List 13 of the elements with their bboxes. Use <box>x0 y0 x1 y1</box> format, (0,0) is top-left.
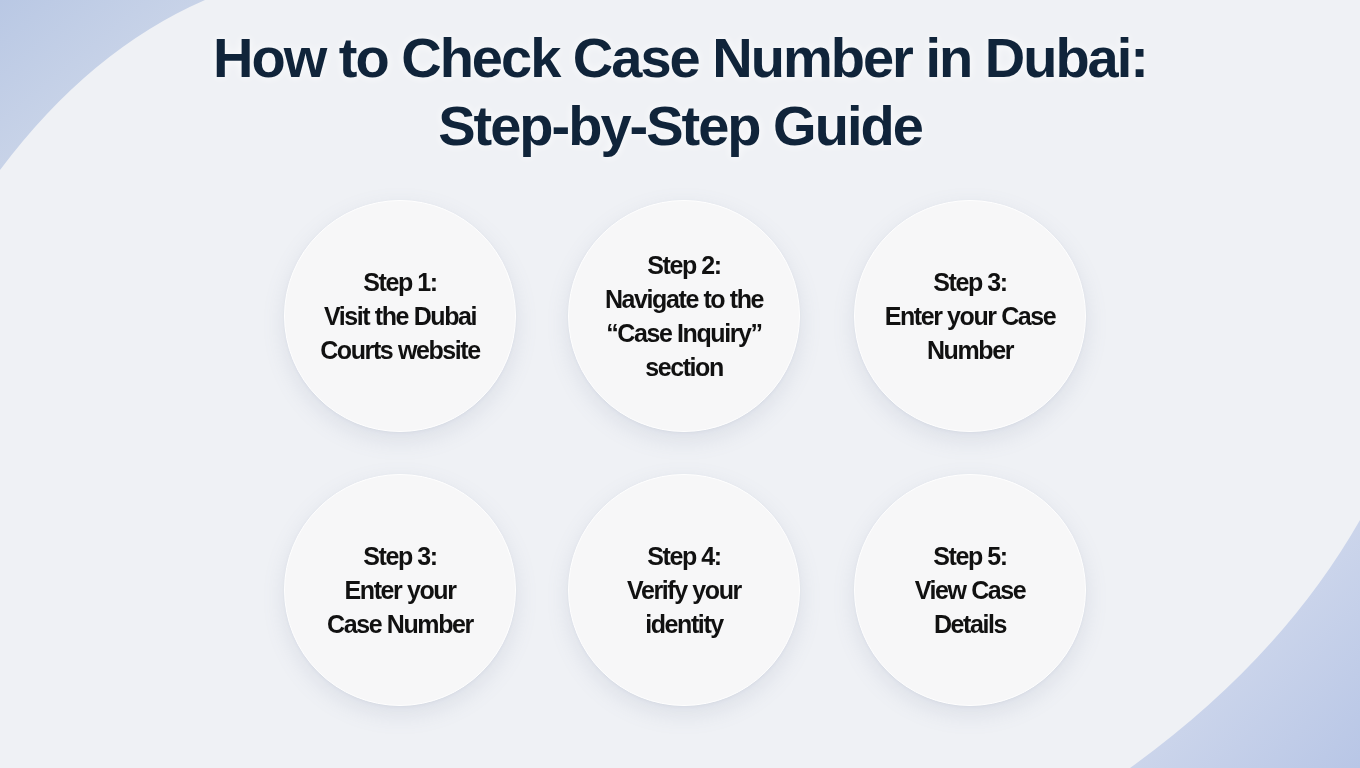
step-description: Navigate to the “Case Inquiry” section <box>603 284 765 383</box>
step-heading: Step 5: <box>933 541 1007 572</box>
step-heading: Step 2: <box>647 250 721 281</box>
step-heading: Step 4: <box>647 541 721 572</box>
step-heading: Step 1: <box>363 267 437 298</box>
step-description: Enter your Case Number <box>883 301 1057 366</box>
step-description: Verify your identity <box>626 575 743 640</box>
step-heading: Step 3: <box>933 267 1007 298</box>
step-description: Enter your Case Number <box>326 575 475 640</box>
step-heading: Step 3: <box>363 541 437 572</box>
step-description: View Case Details <box>913 575 1027 640</box>
title: How to Check Case Number in Dubai: Step-by-Step Guide <box>212 25 1148 159</box>
step-description: Visit the Dubai Courts website <box>319 301 482 366</box>
